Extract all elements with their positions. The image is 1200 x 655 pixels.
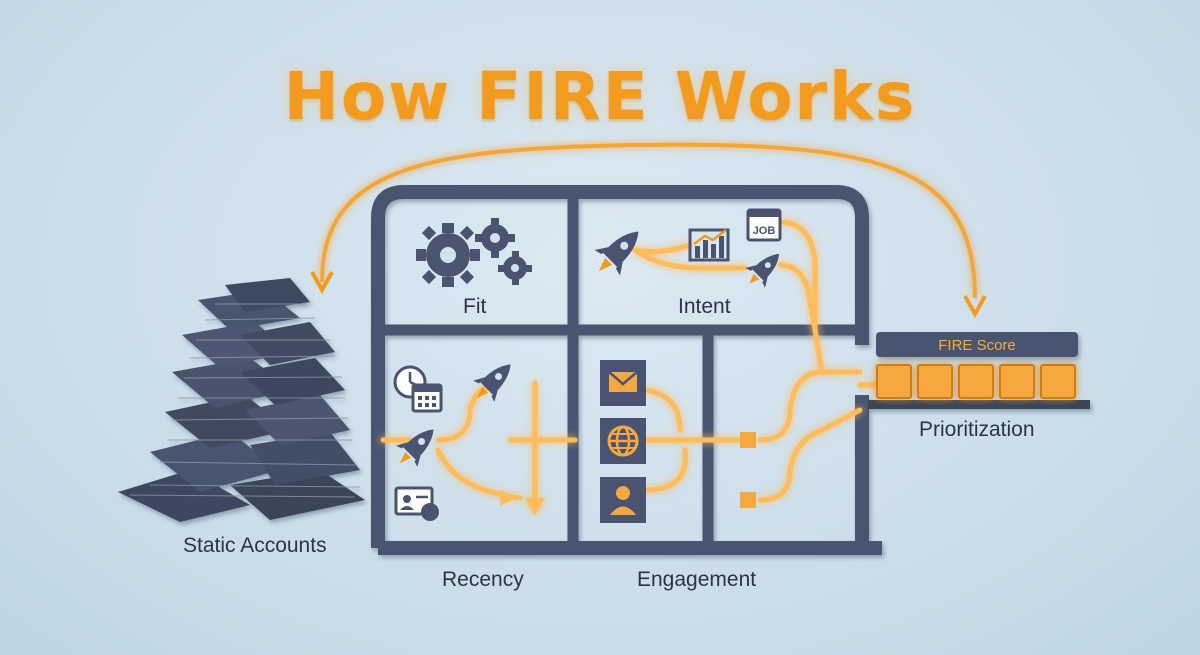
id-badge-icon (394, 486, 439, 521)
label-fit: Fit (463, 295, 487, 318)
label-engagement: Engagement (637, 568, 757, 591)
score-cell (958, 364, 994, 399)
calendar-icon (411, 383, 443, 413)
feedback-arc (320, 142, 977, 299)
bar-chart-icon (688, 228, 730, 262)
score-cell (1040, 364, 1076, 399)
rocket-icon (745, 253, 780, 288)
recency-down-arrow (525, 498, 545, 515)
static-accounts-stack (118, 278, 365, 522)
mail-icon (600, 360, 646, 406)
label-prioritization: Prioritization (919, 418, 1035, 441)
arc-arrow-left (310, 271, 334, 295)
label-intent: Intent (678, 295, 731, 318)
user-icon (600, 477, 646, 523)
node-square (740, 492, 756, 508)
rocket-icon (473, 364, 511, 402)
label-static-accounts: Static Accounts (183, 534, 327, 557)
node-square (740, 432, 756, 448)
fire-score-label: FIRE Score (938, 337, 1016, 354)
score-cell (917, 364, 953, 399)
fire-score-tray (868, 332, 1090, 409)
page-title: How FIRE Works (283, 58, 917, 135)
label-recency: Recency (442, 568, 524, 591)
globe-icon (600, 418, 646, 464)
gears-icon (416, 218, 532, 287)
arc-arrow-right (963, 295, 987, 319)
score-cell (876, 364, 912, 399)
signal-paths (380, 219, 888, 513)
rocket-icon (396, 429, 434, 467)
recency-right-arrow (500, 490, 516, 506)
job-icon-label: JOB (753, 225, 776, 237)
fire-score-cells (876, 364, 1076, 399)
fire-grid-frame (371, 185, 882, 555)
score-cell (999, 364, 1035, 399)
job-icon: JOB (746, 208, 782, 242)
